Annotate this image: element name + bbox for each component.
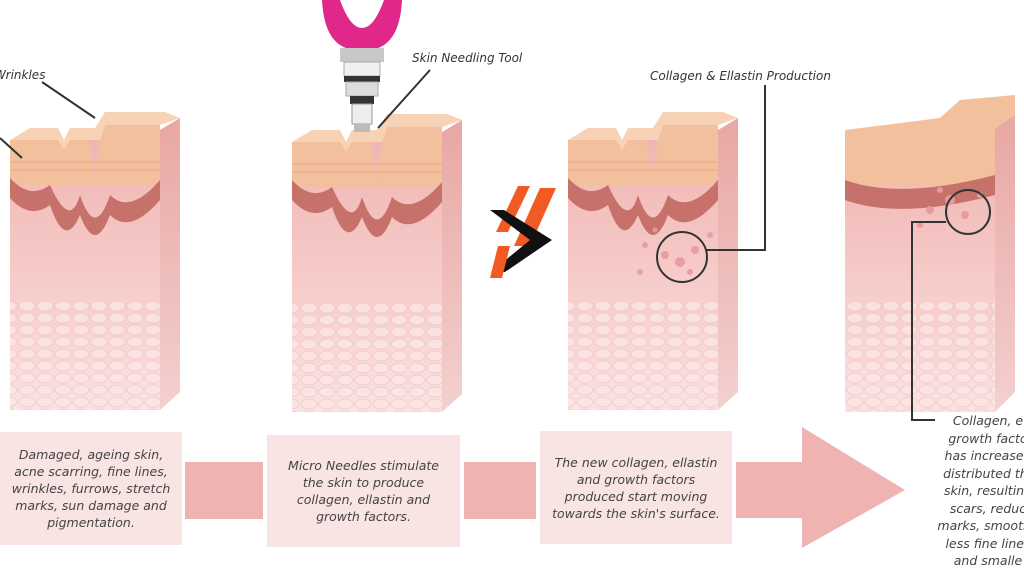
skin-block-production <box>567 111 739 411</box>
skin-block-damaged <box>9 111 181 411</box>
label-wrinkles: Wrinkles <box>0 68 45 82</box>
label-skin-needling-tool: Skin Needling Tool <box>412 51 523 65</box>
step-text-needling: Micro Needles stimulate the skin to prod… <box>288 458 439 524</box>
connector-2 <box>464 462 536 519</box>
skin-block-result <box>845 95 1015 412</box>
label-collagen-production: Collagen & Ellastin Production <box>650 69 831 83</box>
result-pointer-line <box>911 221 946 421</box>
result-highlight-circle <box>945 189 991 235</box>
connector-1 <box>185 462 263 519</box>
wrinkles-pointer-line <box>41 81 96 119</box>
step-box-damaged: Damaged, ageing skin, acne scarring, fin… <box>0 432 182 545</box>
brand-logo <box>490 186 556 278</box>
step-box-production: The new collagen, ellastin and growth fa… <box>540 431 732 544</box>
collagen-highlight-circle <box>656 231 708 283</box>
step-box-needling: Micro Needles stimulate the skin to prod… <box>267 435 460 547</box>
step-text-production: The new collagen, ellastin and growth fa… <box>552 454 720 521</box>
step-text-damaged: Damaged, ageing skin, acne scarring, fin… <box>11 447 171 530</box>
wrinkles-pointer-line-2 <box>0 137 23 159</box>
skin-block-needling <box>291 113 463 413</box>
big-arrow <box>736 427 905 548</box>
collagen-dots-production <box>637 227 713 275</box>
tool-pointer-line <box>377 69 431 129</box>
skin-needling-tool-icon <box>322 0 402 132</box>
production-pointer-line <box>706 85 766 251</box>
